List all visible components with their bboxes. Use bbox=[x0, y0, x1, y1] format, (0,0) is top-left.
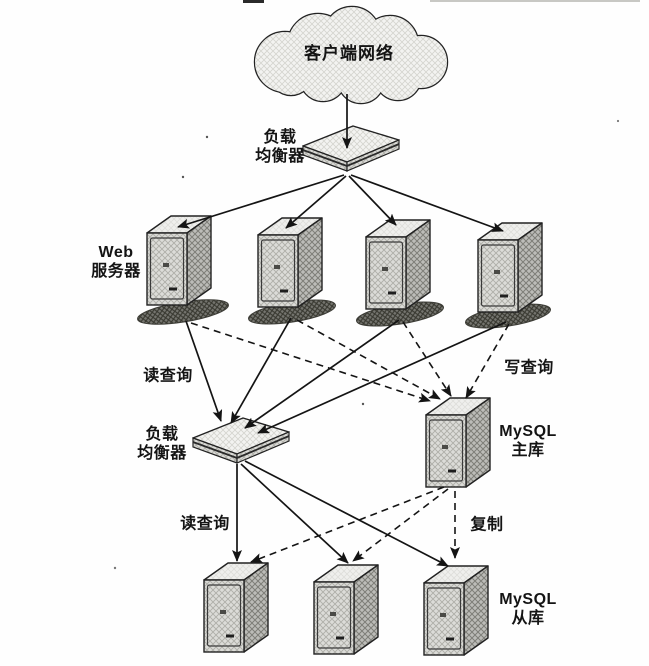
load-balancer-1-device bbox=[302, 125, 400, 172]
edge-lb2-slave3 bbox=[244, 460, 449, 567]
edge-ws2-master bbox=[296, 319, 441, 400]
edge-lb1-ws2 bbox=[285, 175, 347, 229]
edge-master-slave1 bbox=[250, 486, 445, 563]
label-read-query-bottom: 读查询 bbox=[180, 515, 230, 533]
edge-lb1-ws4 bbox=[350, 174, 504, 232]
mysql-slave-1 bbox=[202, 561, 270, 654]
web-server-3 bbox=[364, 218, 432, 311]
edge-ws4-master bbox=[465, 323, 510, 399]
mysql-slave-3 bbox=[422, 564, 490, 657]
label-replication: 复制 bbox=[470, 516, 504, 534]
label-read-query-top: 读查询 bbox=[143, 367, 193, 385]
solid-arrows bbox=[177, 94, 507, 567]
client-network-cloud bbox=[253, 5, 449, 105]
mysql-slave-2 bbox=[312, 563, 380, 656]
label-mysql-slaves: MySQL 从库 bbox=[499, 590, 557, 627]
edge-lb1-ws1 bbox=[177, 174, 345, 229]
edge-ws1-master bbox=[190, 322, 431, 403]
edge-ws3-lb2 bbox=[244, 319, 400, 429]
edge-lb2-slave2 bbox=[240, 463, 349, 564]
web-server-2 bbox=[256, 216, 324, 309]
label-load-balancer-top: 负载 均衡器 bbox=[255, 128, 305, 165]
edge-ws4-lb2 bbox=[257, 321, 507, 434]
web-server-shadows bbox=[137, 299, 551, 329]
edge-ws1-lb2 bbox=[185, 320, 223, 422]
dashed-arrows bbox=[190, 319, 510, 563]
label-client-network: 客户端网络 bbox=[304, 43, 394, 63]
web-server-1 bbox=[145, 214, 213, 307]
edge-master-slave2 bbox=[352, 488, 449, 562]
label-load-balancer-mid: 负载 均衡器 bbox=[137, 425, 187, 462]
web-server-4 bbox=[476, 221, 544, 314]
edge-lb1-ws3 bbox=[348, 175, 397, 226]
label-write-query: 写查询 bbox=[504, 359, 554, 377]
label-mysql-master: MySQL 主库 bbox=[499, 422, 557, 459]
scan-artifacts bbox=[113, 0, 640, 570]
edge-ws3-master bbox=[402, 321, 452, 397]
label-web-servers: Web 服务器 bbox=[91, 243, 141, 280]
mysql-master-server bbox=[424, 396, 492, 489]
edge-ws2-lb2 bbox=[230, 317, 292, 424]
